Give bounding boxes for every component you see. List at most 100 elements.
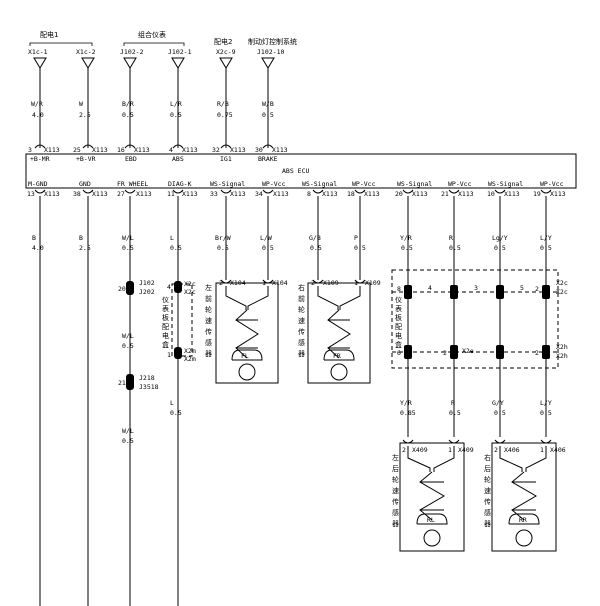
rr-lead (525, 446, 547, 472)
ecu-signal: +B-VR (76, 155, 96, 163)
pin-conn: X113 (136, 190, 152, 198)
ref-label: X1c-2 (76, 48, 96, 56)
ecu-signal: GND (79, 180, 91, 188)
ecu-signal: M-GND (28, 180, 48, 188)
wire-color: Br/W (215, 234, 231, 242)
sensor-conn: X409 (412, 446, 428, 454)
sensor-code: RL (427, 516, 435, 524)
wire-gauge: 0.5 (217, 244, 229, 252)
dash-box-label: 仪表板配电盒 (395, 296, 402, 349)
wire-color: W (79, 100, 83, 108)
wire-color: L/R (170, 100, 182, 108)
fl-sensor-label: 左前轮速传感器 (205, 283, 212, 358)
wire-color: Y/R (400, 234, 412, 242)
group-label-brake: 制动灯控制系统 (248, 37, 297, 46)
sensor-pin: 2 (494, 446, 498, 454)
ref-label: X2c-9 (216, 48, 236, 56)
box-pin: 2 (443, 349, 447, 357)
bus-pin: 5 (520, 284, 524, 292)
fl-lead (225, 286, 247, 310)
box-conn: X2e (462, 347, 474, 355)
rl-pin-arc (402, 439, 414, 444)
pin-conn: X113 (550, 190, 566, 198)
wire-color: L (170, 234, 174, 242)
fr-magnet (323, 349, 355, 361)
pin-number: 32 (212, 146, 220, 154)
splice-j202 (126, 281, 134, 295)
wire-gauge: 0.75 (217, 111, 233, 119)
fl-coil (235, 309, 259, 359)
ecu-signal: WS-Signal (302, 180, 337, 188)
fl-pin-arc (262, 279, 274, 284)
ecu-signal: EBD (125, 155, 137, 163)
sensor-pin: 1 (448, 446, 452, 454)
wire-gauge: 0.5 (449, 244, 461, 252)
wire-color: B (79, 234, 83, 242)
sensor-pin: 2 (219, 279, 223, 287)
wire-color: B (32, 234, 36, 242)
wire-gauge: 0.5 (122, 342, 134, 350)
pin-number: 3 (28, 146, 32, 154)
rr-lead (499, 446, 523, 472)
wire-color: R (451, 399, 455, 407)
group-label-power1: 配电1 (40, 30, 58, 39)
fr-pin-arc (354, 279, 366, 284)
ecu-signal: WS-Signal (210, 180, 245, 188)
pin-number: 33 (210, 190, 218, 198)
diag-conn-bottom (174, 347, 182, 359)
bus-pin: 4 (428, 284, 432, 292)
pin-number: 18 (347, 190, 355, 198)
group-label-cluster: 组合仪表 (138, 30, 166, 39)
box-conn: X2m (184, 355, 196, 363)
sensor-conn: X409 (458, 446, 474, 454)
pin-number: 8 (307, 190, 311, 198)
wire-color: R/B (217, 100, 229, 108)
box-pin: 8 (397, 285, 401, 293)
wire-gauge: 0.5 (170, 244, 182, 252)
wire-gauge: 0.5 (449, 409, 461, 417)
fr-lead (339, 286, 361, 310)
pin-number: 13 (27, 190, 35, 198)
sensor-conn: X109 (323, 279, 339, 287)
wire-gauge: 4.0 (32, 244, 44, 252)
pin-conn: X113 (92, 146, 108, 154)
rr-pin-arc (494, 439, 506, 444)
box-conn: X2c (556, 279, 568, 287)
pin-number: 38 (73, 190, 81, 198)
brace-cluster (123, 42, 185, 46)
ecu-signal: WS-Signal (488, 180, 523, 188)
fr-sensor-box (307, 282, 371, 384)
rr-sensor-box (491, 442, 557, 552)
box-conn: X2h (556, 343, 568, 351)
box-pin: 2 (535, 285, 539, 293)
pin-number: 19 (533, 190, 541, 198)
ref-label: J102-10 (257, 48, 284, 56)
pin-conn: X113 (44, 146, 60, 154)
splice-ref: J3518 (139, 383, 159, 391)
rl-pin-arc (448, 439, 460, 444)
splice-ref: J202 (139, 288, 155, 296)
rl-coil (419, 471, 445, 521)
dash-box-terminals (404, 285, 550, 359)
fr-pin-arc (312, 279, 324, 284)
wire-gauge: 2.5 (79, 244, 91, 252)
rr-sensor-label: 右后轮速传感器 (484, 453, 491, 528)
wire-color: W/L (122, 427, 134, 435)
fl-pin-arc (220, 279, 232, 284)
rl-magnet (416, 513, 448, 525)
splice-ref: J102 (139, 279, 155, 287)
wire-gauge: 0.5 (170, 409, 182, 417)
wire-color: G/B (309, 234, 321, 242)
rr-pin-arc (540, 439, 552, 444)
pin-conn: X113 (182, 190, 198, 198)
box-pin: 4 (167, 283, 171, 291)
box-conn: X2h (556, 352, 568, 360)
ecu-signal: +B-MR (30, 155, 50, 163)
ecu-signal: ABS (172, 155, 184, 163)
pin-conn: X113 (273, 190, 289, 198)
fr-lead (317, 286, 339, 310)
wire-gauge: 0.5 (170, 111, 182, 119)
rr-tone-wheel (515, 529, 533, 547)
pin-number: 11 (167, 190, 175, 198)
wire-color: L/W (260, 234, 272, 242)
